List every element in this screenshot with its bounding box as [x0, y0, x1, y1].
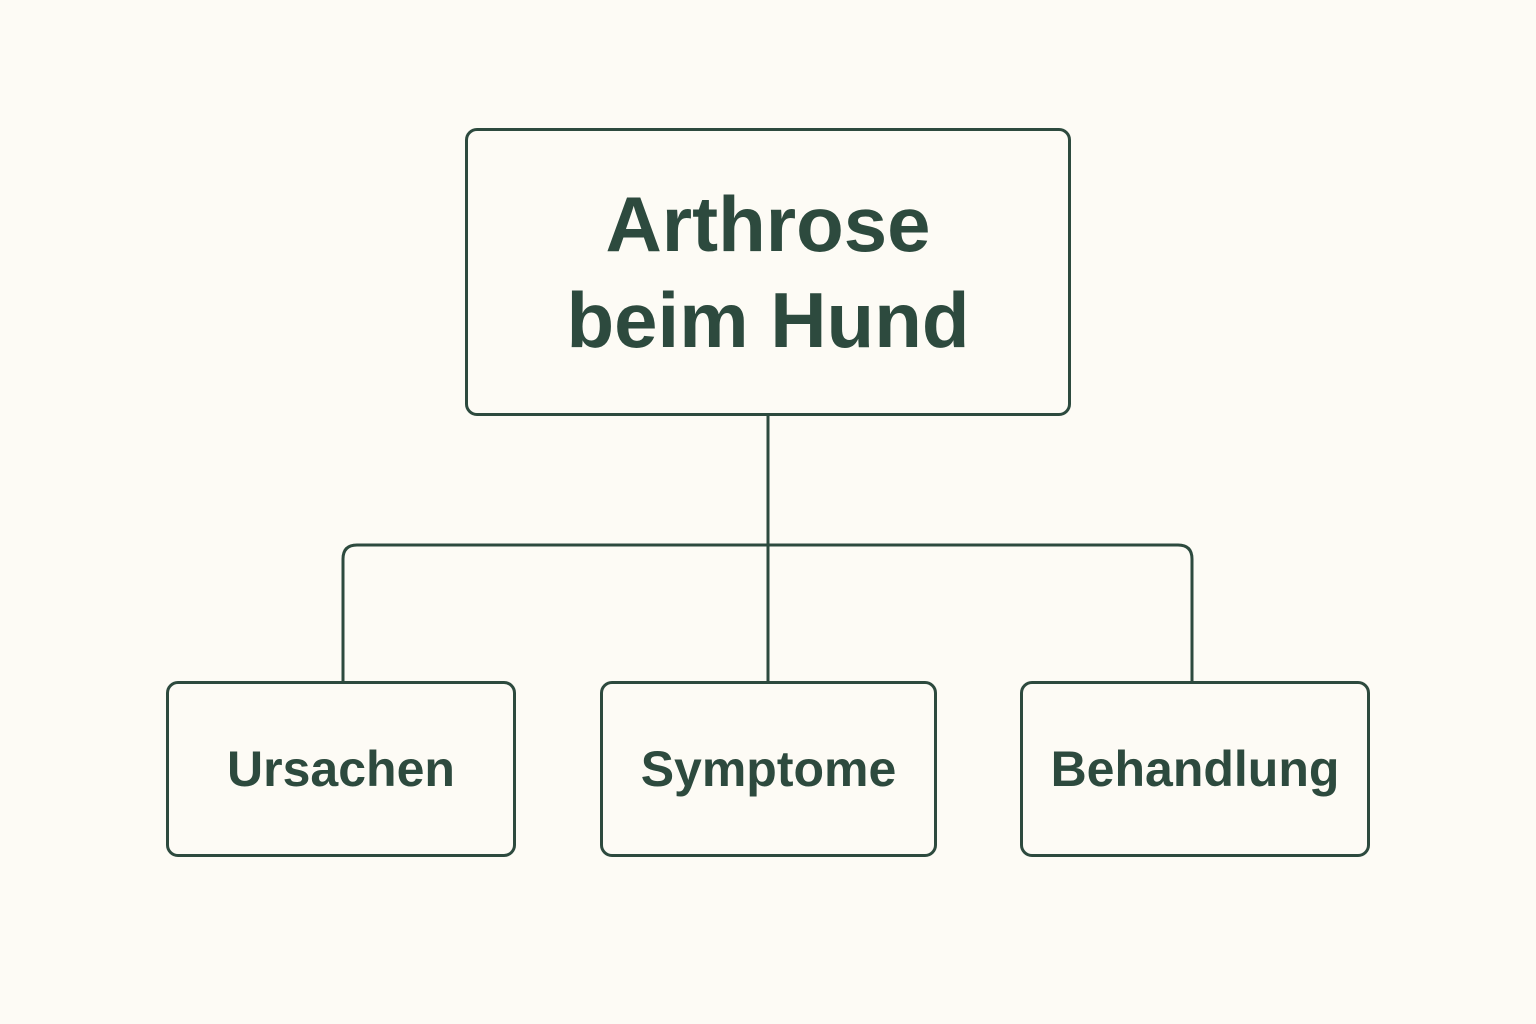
child-node-behandlung: Behandlung	[1020, 681, 1370, 857]
child-label-symptome: Symptome	[640, 741, 897, 797]
child-label-ursachen: Ursachen	[227, 741, 455, 797]
root-node: Arthrose beim Hund	[465, 128, 1071, 416]
root-title-line2: beim Hund	[566, 276, 970, 364]
root-title-line1: Arthrose	[605, 180, 931, 268]
child-node-symptome: Symptome	[600, 681, 937, 857]
child-node-ursachen: Ursachen	[166, 681, 516, 857]
child-label-behandlung: Behandlung	[1050, 741, 1340, 797]
